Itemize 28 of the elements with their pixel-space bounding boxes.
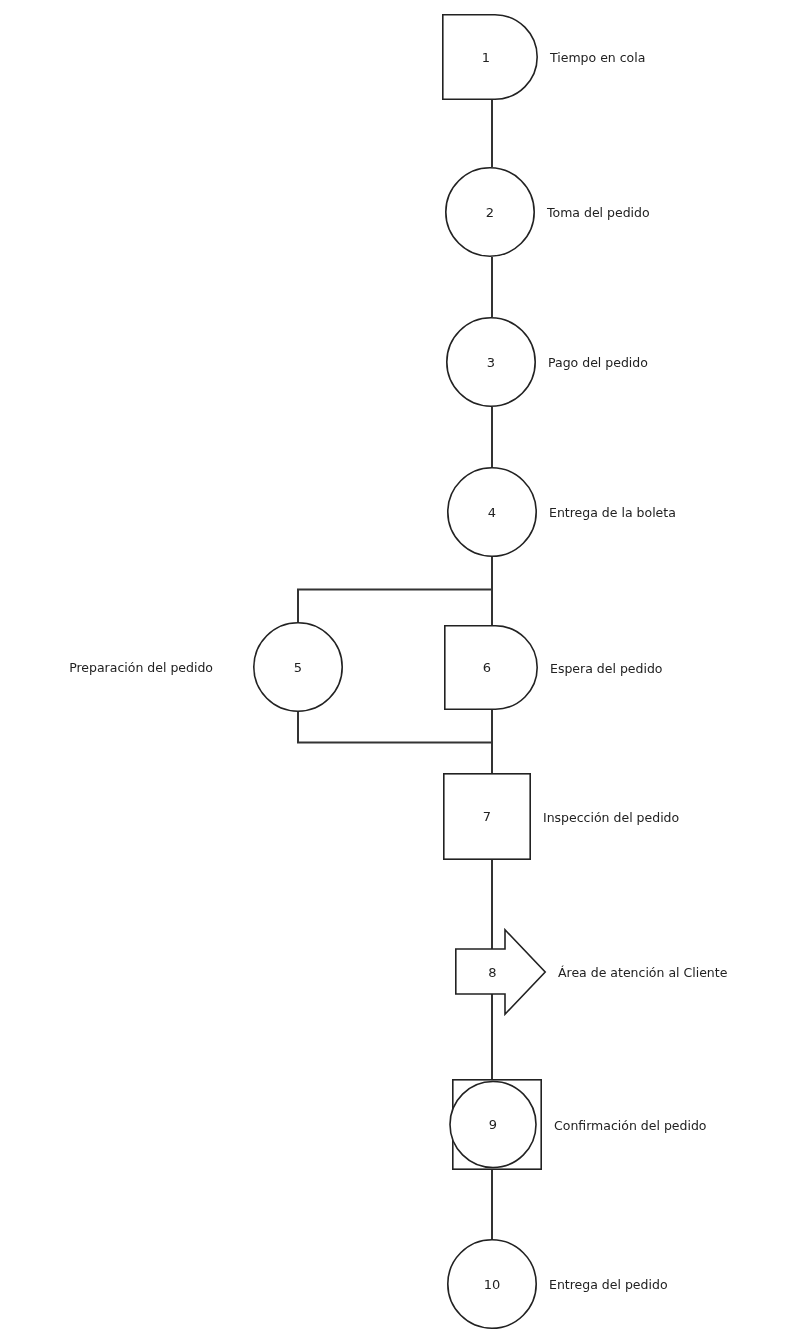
- step-number: 3: [486, 354, 496, 370]
- step-number: 2: [485, 204, 495, 220]
- step-description: Pago del pedido: [548, 354, 648, 370]
- connector-line: [491, 99, 493, 168]
- connector-line: [491, 256, 493, 318]
- connector-line: [491, 406, 493, 468]
- step-description: Tiempo en cola: [550, 49, 646, 65]
- step-number: 4: [487, 504, 497, 520]
- step-number: 1: [481, 49, 491, 65]
- step-number: 9: [488, 1117, 498, 1132]
- connector-line: [491, 859, 493, 950]
- step-description: Entrega del pedido: [549, 1276, 668, 1292]
- connector-line: [491, 709, 493, 774]
- step-number: 6: [482, 660, 492, 675]
- step-number: 8: [488, 964, 497, 980]
- step-description: Toma del pedido: [547, 204, 650, 220]
- step-description: Inspección del pedido: [543, 809, 680, 824]
- step-description: Confirmación del pedido: [554, 1117, 707, 1132]
- step-description: Preparación del pedido: [69, 659, 213, 675]
- connector-line: [491, 1169, 493, 1240]
- step-description: Espera del pedido: [550, 660, 663, 675]
- connector-line: [491, 993, 493, 1080]
- step-number: 10: [483, 1276, 501, 1292]
- step-description: Entrega de la boleta: [549, 504, 676, 520]
- step-number: 5: [293, 659, 303, 675]
- connector-line: [491, 556, 493, 626]
- step-description: Área de atención al Cliente: [558, 964, 728, 980]
- step-number: 7: [482, 809, 492, 824]
